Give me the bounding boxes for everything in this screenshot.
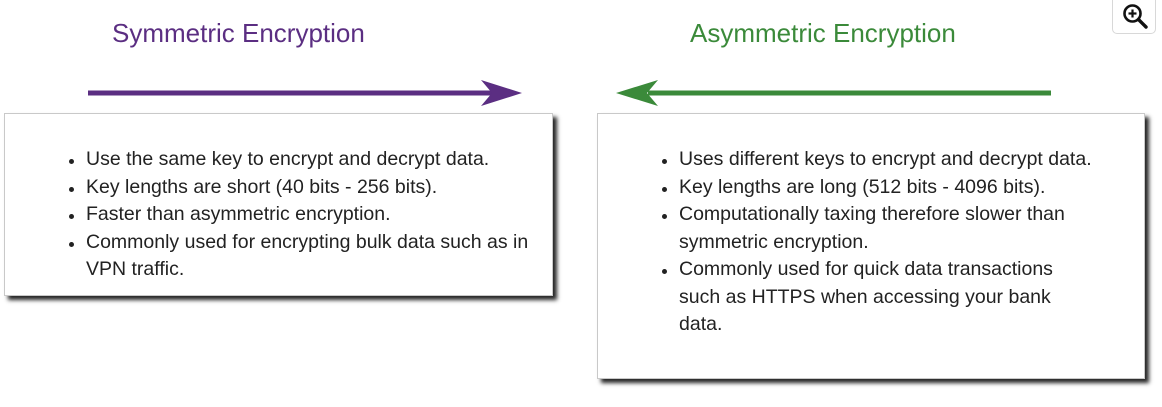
list-item: Faster than asymmetric encryption. (65, 201, 535, 229)
zoom-button[interactable] (1112, 0, 1156, 34)
bullet-dot (69, 241, 74, 247)
list-item: Commonly used for quick data transaction… (658, 256, 1098, 339)
list-item: Key lengths are short (40 bits - 256 bit… (65, 174, 535, 202)
bullet-text: Commonly used for quick data transaction… (679, 258, 1053, 335)
zoom-in-icon (1123, 4, 1148, 29)
bullet-text: Uses different keys to encrypt and decry… (679, 148, 1092, 170)
bullet-dot (662, 269, 667, 274)
bullet-dot (662, 159, 667, 164)
list-item: Key lengths are long (512 bits - 4096 bi… (658, 174, 1098, 202)
bullet-text: Key lengths are short (40 bits - 256 bit… (86, 175, 438, 198)
bullet-text: Use the same key to encrypt and decrypt … (86, 148, 490, 170)
asymmetric-bullet-list: Uses different keys to encrypt and decry… (658, 146, 1098, 339)
bullet-dot (69, 186, 74, 192)
symmetric-bullet-list: Use the same key to encrypt and decrypt … (65, 146, 535, 284)
symmetric-encryption-card: Use the same key to encrypt and decrypt … (4, 113, 553, 296)
bullet-dot (69, 159, 74, 164)
list-item: Commonly used for encrypting bulk data s… (65, 229, 535, 284)
bullet-dot (662, 186, 667, 192)
bullet-text: Computationally taxing therefore slower … (679, 203, 1065, 253)
list-item: Uses different keys to encrypt and decry… (658, 146, 1098, 174)
list-item: Use the same key to encrypt and decrypt … (65, 146, 535, 174)
list-item: Computationally taxing therefore slower … (658, 201, 1098, 256)
bullet-dot (69, 214, 74, 219)
bullet-text: Key lengths are long (512 bits - 4096 bi… (679, 175, 1046, 198)
bullet-dot (662, 214, 667, 219)
right-arrow (88, 80, 522, 106)
bullet-text: Commonly used for encrypting bulk data s… (86, 230, 529, 281)
asymmetric-encryption-card: Uses different keys to encrypt and decry… (597, 113, 1145, 379)
asymmetric-encryption-title: Asymmetric Encryption (690, 18, 956, 48)
symmetric-encryption-title: Symmetric Encryption (112, 18, 365, 48)
left-arrow (616, 80, 1051, 106)
bullet-text: Faster than asymmetric encryption. (86, 203, 391, 225)
